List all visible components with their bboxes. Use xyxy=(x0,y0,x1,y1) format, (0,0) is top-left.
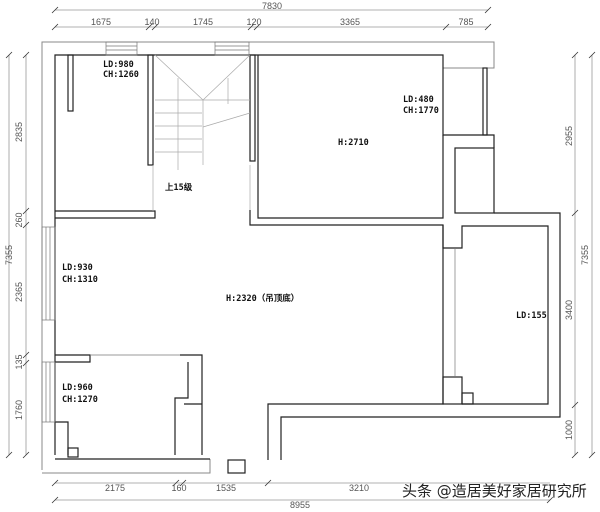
room-bottom-left-ld: LD:960 xyxy=(62,383,93,393)
dimension-labels: 7830 1675 140 1745 120 3365 785 2175 160… xyxy=(4,1,590,510)
bedroom-top-left-ch: CH:1260 xyxy=(103,70,139,80)
dim-bottom-2: 160 xyxy=(171,483,186,493)
dim-right-1: 2955 xyxy=(564,126,574,146)
dim-top-1: 1675 xyxy=(91,17,111,27)
dimension-lines xyxy=(8,9,593,501)
dim-bottom-3: 1535 xyxy=(216,483,236,493)
room-right-ld: LD:155 xyxy=(516,311,547,321)
dim-top-4: 120 xyxy=(246,17,261,27)
dim-left-total: 7355 xyxy=(4,245,14,265)
dim-bottom-1: 2175 xyxy=(105,483,125,493)
stair-label: 上15级 xyxy=(165,182,193,193)
living-ch: CH:1310 xyxy=(62,275,98,285)
dim-bottom-4: 3210 xyxy=(349,483,369,493)
dim-left-2: 260 xyxy=(14,212,24,227)
dim-top-2: 140 xyxy=(144,17,159,27)
stair-lines xyxy=(152,54,251,211)
dim-right-3: 1000 xyxy=(564,420,574,440)
windows xyxy=(41,41,456,423)
dim-bottom-total: 8955 xyxy=(290,500,310,510)
dim-left-1: 2835 xyxy=(14,122,24,142)
dim-left-5: 1760 xyxy=(14,400,24,420)
dim-right-total: 7355 xyxy=(580,245,590,265)
dim-top-total: 7830 xyxy=(262,1,282,11)
walls xyxy=(54,54,561,474)
bedroom-top-right-ld: LD:480 xyxy=(403,95,434,105)
dim-top-6: 785 xyxy=(458,17,473,27)
bedroom-top-right-height: H:2710 xyxy=(338,138,369,148)
outer-outline xyxy=(41,41,495,474)
dimension-ticks xyxy=(5,6,596,504)
watermark: 头条 @造居美好家居研究所 xyxy=(402,482,587,500)
room-bottom-left-ch: CH:1270 xyxy=(62,395,98,405)
living-height: H:2320（吊顶底） xyxy=(226,293,299,304)
bedroom-top-left-ld: LD:980 xyxy=(103,60,134,70)
dim-top-5: 3365 xyxy=(340,17,360,27)
dim-left-4: 135 xyxy=(14,354,24,369)
room-labels: LD:980 CH:1260 上15级 LD:480 CH:1770 H:271… xyxy=(62,60,547,405)
living-ld: LD:930 xyxy=(62,263,93,273)
dim-left-3: 2365 xyxy=(14,282,24,302)
dim-right-2: 3400 xyxy=(564,300,574,320)
bedroom-top-right-ch: CH:1770 xyxy=(403,106,439,116)
dim-top-3: 1745 xyxy=(193,17,213,27)
